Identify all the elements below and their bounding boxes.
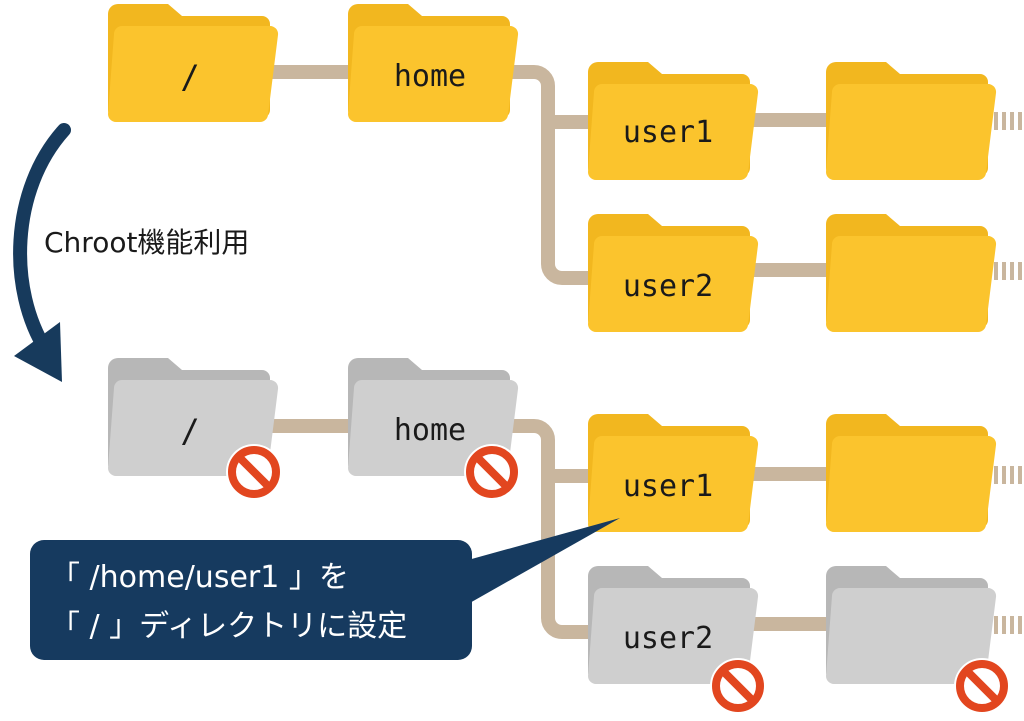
callout-line1: 「 /home/user1 」を [50, 560, 349, 595]
folder-user1-label: user1 [623, 469, 713, 504]
folder-user2-label: user2 [623, 621, 713, 656]
callout-box: 「 /home/user1 」を 「 / 」ディレクトリに設定 [30, 518, 620, 660]
continuation-dashes [994, 112, 1022, 280]
no-entry-icon [710, 658, 766, 714]
folder-root-label: / [180, 412, 199, 450]
after-tree: / home user1 user2 [108, 358, 1022, 714]
folder-user2: user2 [588, 214, 759, 333]
folder-user2-label: user2 [623, 269, 713, 304]
folder-user1-label: user1 [623, 115, 713, 150]
before-tree: / home user1 user2 [108, 4, 1022, 333]
no-entry-icon [464, 444, 520, 500]
folder-root-label: / [180, 58, 199, 96]
callout-line2: 「 / 」ディレクトリに設定 [50, 609, 407, 644]
folder-user1-new-root: user1 [588, 414, 759, 533]
folder-home-label: home [394, 413, 466, 448]
no-entry-icon [954, 658, 1010, 714]
folder-home: home [348, 4, 519, 123]
folder-user1-child [826, 414, 997, 533]
chroot-arrow [13, 123, 71, 382]
no-entry-icon [226, 444, 282, 500]
folder-root-disabled: / [108, 358, 279, 477]
folder-home-label: home [394, 59, 466, 94]
connector [512, 65, 590, 285]
folder-user2-disabled: user2 [588, 566, 759, 685]
folder-root: / [108, 4, 279, 123]
folder-home-disabled: home [348, 358, 519, 477]
folder-user2-child [826, 214, 997, 333]
folder-user1: user1 [588, 62, 759, 181]
folder-user1-child [826, 62, 997, 181]
connector [512, 419, 590, 639]
caption-chroot: Chroot機能利用 [44, 226, 249, 259]
continuation-dashes [994, 466, 1022, 634]
